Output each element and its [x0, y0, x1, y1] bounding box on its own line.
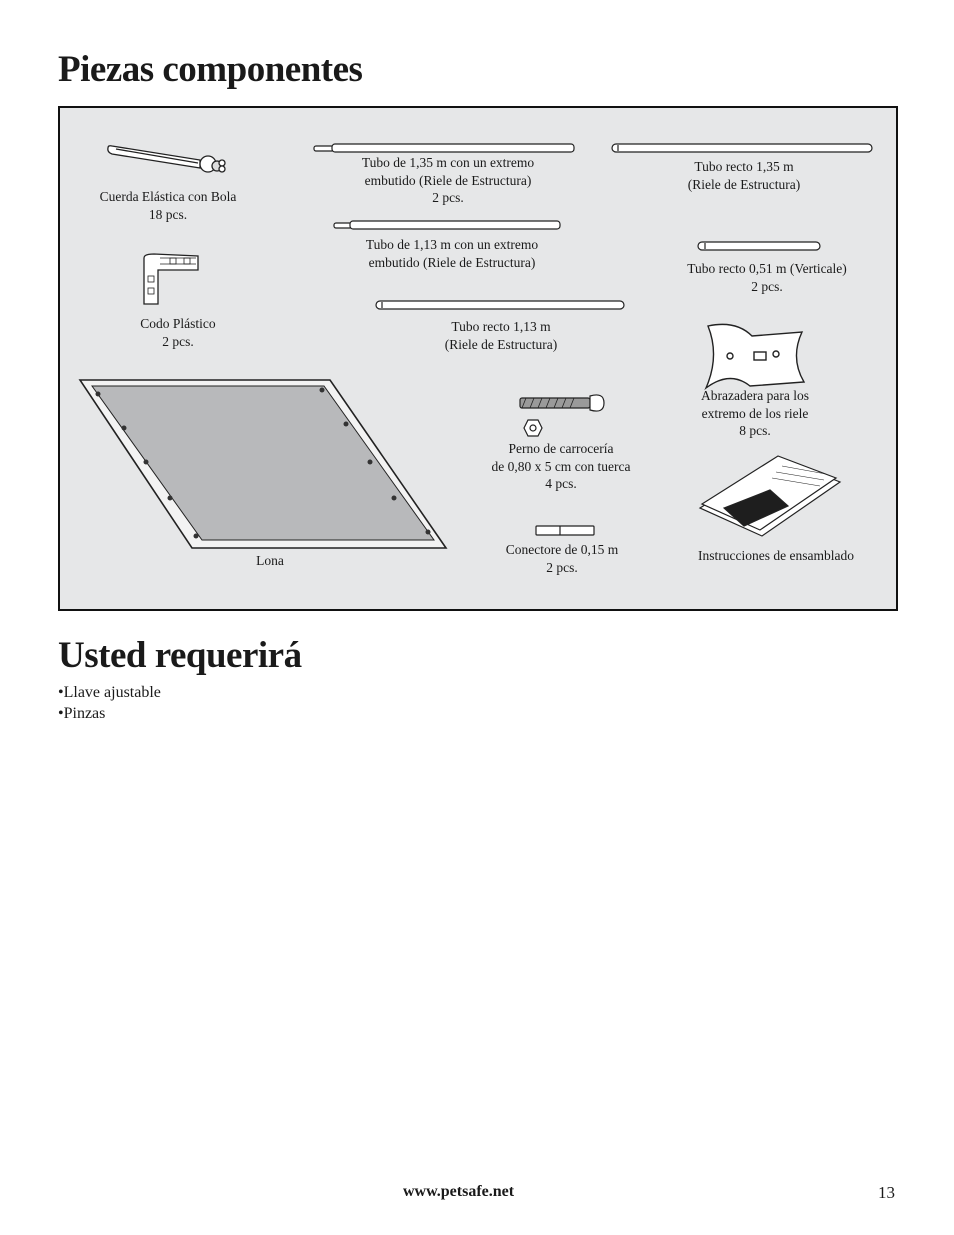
tube-113-swaged-illustration [333, 220, 561, 230]
list-item: Pinzas [58, 703, 161, 724]
parts-heading: Piezas componentes [58, 49, 363, 90]
tools-list: Llave ajustable Pinzas [58, 682, 161, 724]
tube-135-straight-illustration [611, 143, 873, 153]
manual-illustration [698, 455, 842, 537]
tube-051-illustration [697, 241, 821, 251]
bungee-cord-illustration [107, 145, 226, 173]
bolt-illustration [519, 394, 605, 437]
connector-illustration [535, 525, 595, 536]
list-item: Llave ajustable [58, 682, 161, 703]
canvas-illustration [78, 379, 448, 549]
tube-135-straight-caption: Tubo recto 1,35 m(Riele de Estructura) [687, 159, 801, 192]
elbow-illustration [143, 253, 199, 305]
tube-051-caption: Tubo recto 0,51 m (Verticale)2 pcs. [687, 261, 847, 294]
tube-113-straight-caption: Tubo recto 1,13 m(Riele de Estructura) [444, 319, 558, 352]
page-number: 13 [878, 1183, 895, 1202]
clamp-illustration [704, 323, 806, 391]
manual-caption: Instrucciones de ensamblado [698, 548, 854, 563]
canvas-caption: Lona [256, 553, 284, 568]
tube-135-swaged-illustration [313, 143, 575, 153]
parts-illustrations [78, 143, 873, 549]
tube-113-straight-illustration [375, 300, 625, 310]
footer-url: www.petsafe.net [403, 1183, 515, 1200]
required-heading: Usted requerirá [58, 635, 302, 676]
